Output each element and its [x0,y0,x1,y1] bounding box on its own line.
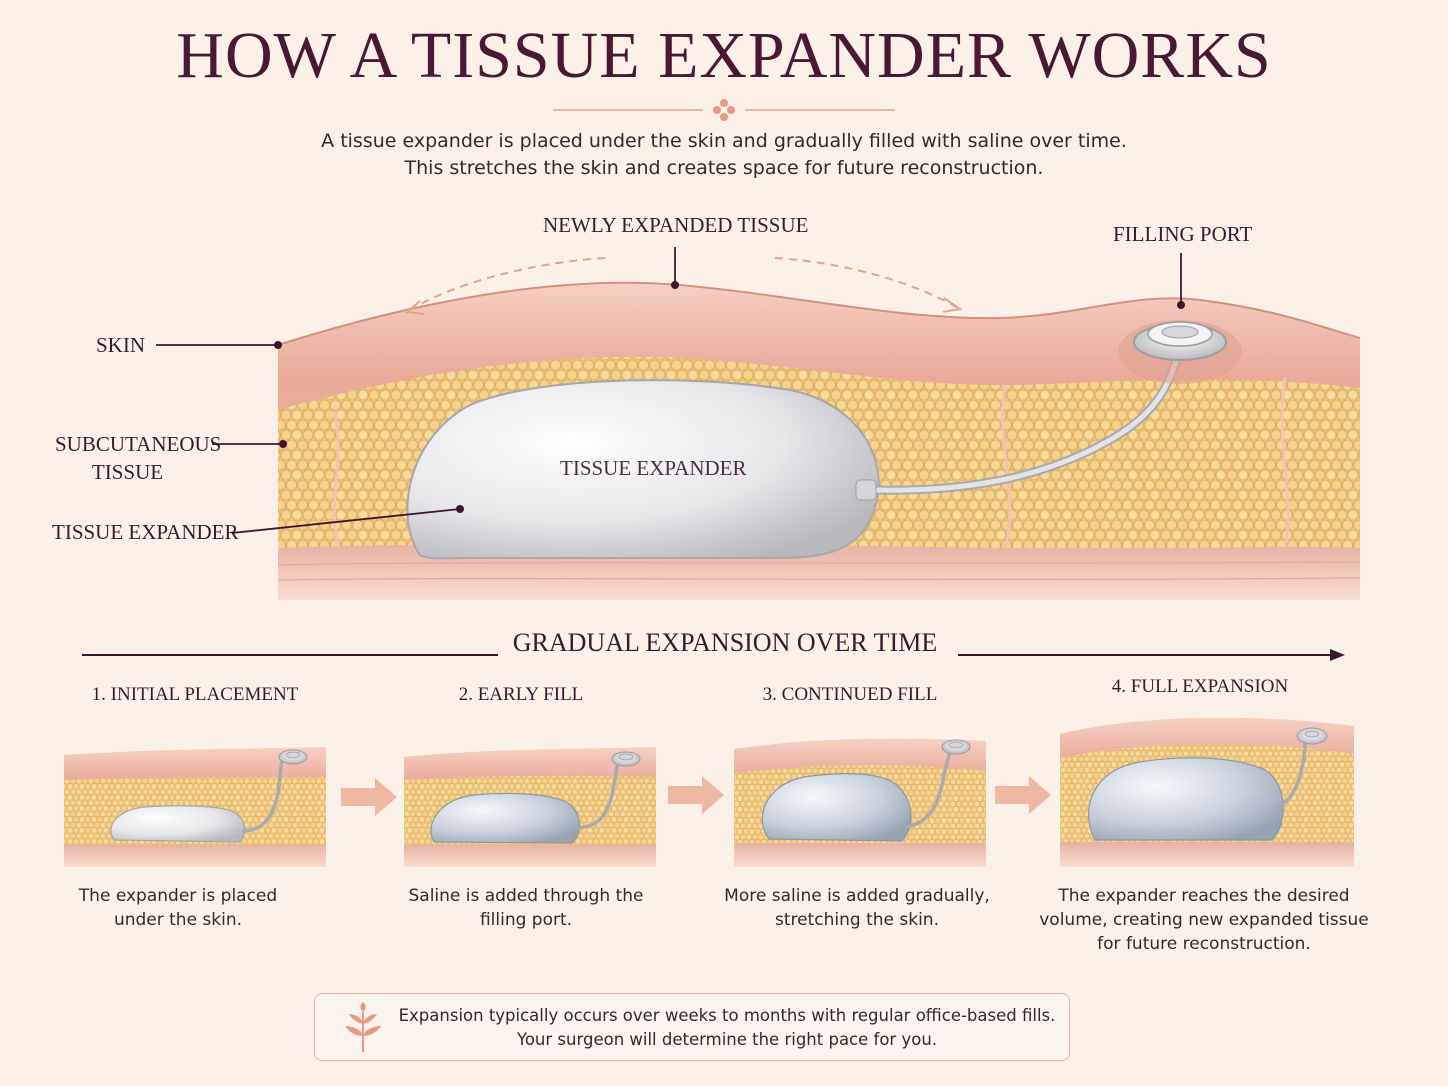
note-line-1: Expansion typically occurs over weeks to… [398,1006,1056,1025]
label-newly-expanded-tissue: NEWLY EXPANDED TISSUE [543,213,809,237]
note-text: Expansion typically occurs over weeks to… [395,1004,1059,1052]
step-3-title: 3. CONTINUED FILL [762,684,938,705]
intro-line-2: This stretches the skin and creates spac… [404,157,1044,179]
label-skin: SKIN [96,333,146,357]
step-1-desc-line: under the skin. [113,910,243,930]
tissue-expander [406,379,880,560]
step-1-description: The expander is placed under the skin. [18,884,338,932]
step-3-desc-line: More saline is added gradually, [724,886,990,906]
step-4-desc-line: for future reconstruction. [1097,934,1311,954]
page-title: HOW A TISSUE EXPANDER WORKS [176,19,1272,92]
step-3-desc-line: stretching the skin. [775,910,939,930]
step-2-illustration [404,747,656,867]
step-4-illustration [1060,717,1354,867]
step-1-desc-line: The expander is placed [78,886,278,906]
step-2-title: 2. EARLY FILL [458,684,584,705]
step-arrow-icon [668,776,724,814]
step-2-description: Saline is added through the filling port… [366,884,686,932]
label-filling-port: FILLING PORT [1113,222,1253,246]
step-4-desc-line: The expander reaches the desired [1058,886,1350,906]
step-3-description: More saline is added gradually, stretchi… [697,884,1017,932]
label-subcutaneous-line2: TISSUE [91,460,164,484]
title-divider [553,99,895,121]
step-4-title: 4. FULL EXPANSION [1111,676,1289,697]
step-arrow-icon [995,776,1051,814]
leaf-sprig-icon [345,1002,381,1052]
step-4-description: The expander reaches the desired volume,… [1034,884,1374,956]
flower-ornament-icon [713,99,735,121]
arrow-right-icon [1330,649,1345,661]
step-4-desc-line: volume, creating new expanded tissue [1039,910,1369,930]
step-2-desc-line: filling port. [479,910,573,930]
info-note: Expansion typically occurs over weeks to… [314,993,1070,1061]
intro-line-1: A tissue expander is placed under the sk… [321,130,1127,152]
label-subcutaneous: SUBCUTANEOUS [55,432,222,456]
step-arrow-icon [341,778,397,816]
step-1-illustration [64,747,326,867]
step-2-desc-line: Saline is added through the [408,886,644,906]
timeline-arrow [82,649,1345,661]
step-3-illustration [734,738,986,867]
label-tissue-expander: TISSUE EXPANDER [52,520,239,544]
step-1-title: 1. INITIAL PLACEMENT [91,684,299,705]
main-cross-section [156,247,1361,600]
note-line-2: Your surgeon will determine the right pa… [516,1030,938,1049]
timeline-title: GRADUAL EXPANSION OVER TIME [512,628,938,657]
filling-port [1133,321,1227,361]
label-tissue-expander-inner: TISSUE EXPANDER [560,456,747,480]
